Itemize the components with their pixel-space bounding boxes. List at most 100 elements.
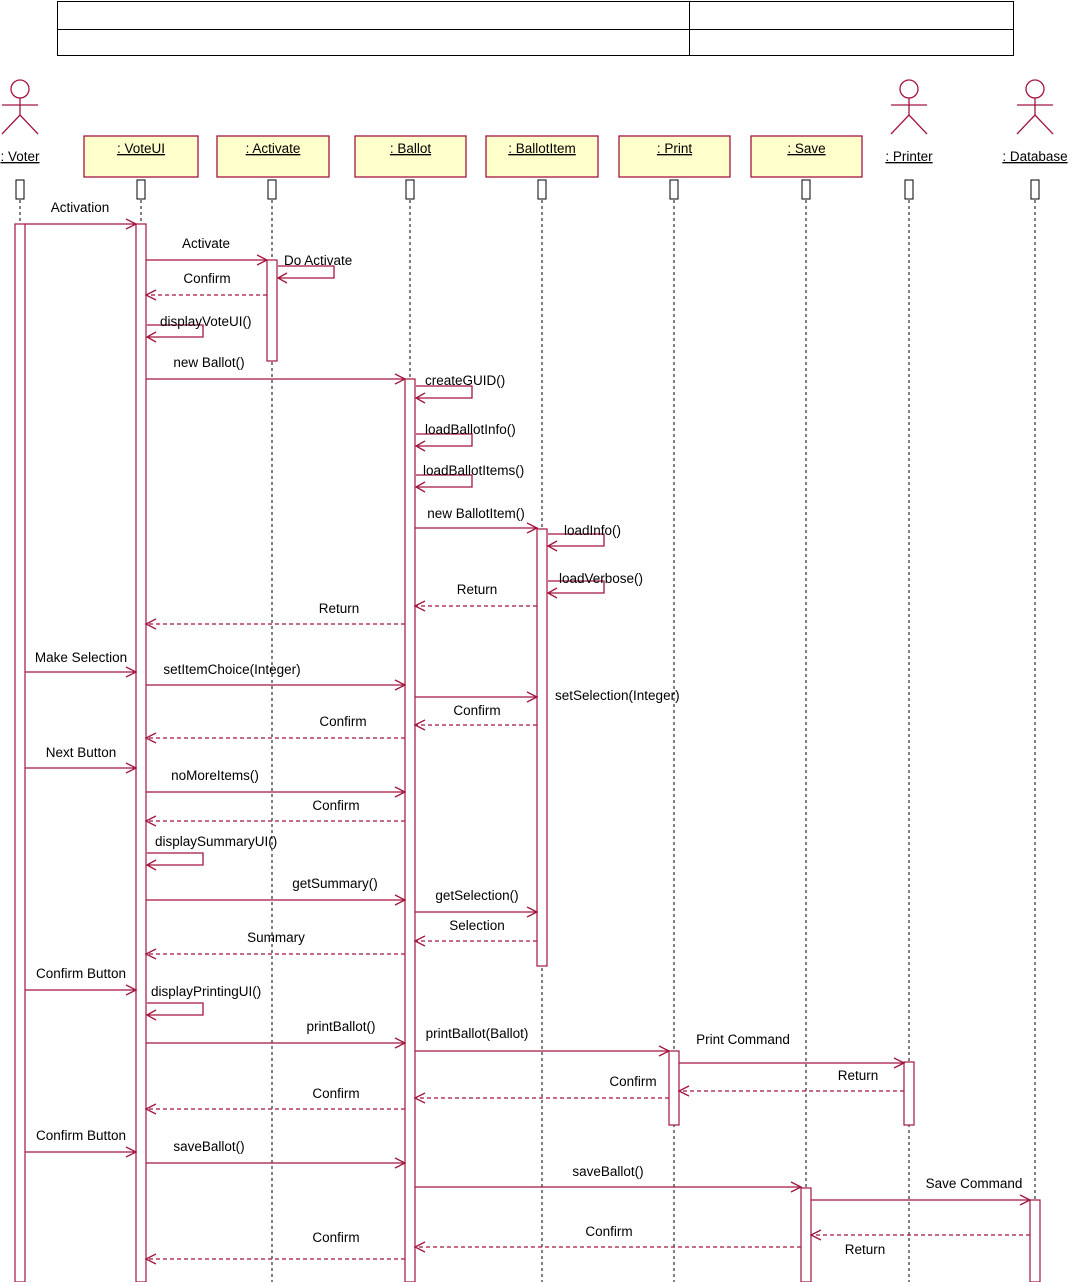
message-label: createGUID() <box>425 373 505 388</box>
message-label: getSummary() <box>292 876 378 891</box>
activate-label: : Activate <box>246 141 301 156</box>
message-22: Confirm <box>144 798 405 827</box>
message-label: Confirm <box>312 1086 359 1101</box>
message-5: displayVoteUI() <box>145 314 252 343</box>
message-28: Confirm Button <box>25 966 138 996</box>
arrowhead <box>546 540 558 552</box>
arrowhead <box>893 1057 906 1069</box>
arrowhead <box>125 1146 138 1158</box>
self-call-arrow <box>147 852 204 866</box>
message-27: Summary <box>144 930 405 960</box>
message-1: Activation <box>25 200 138 230</box>
arrowhead <box>658 1045 671 1057</box>
message-label: Confirm Button <box>36 1128 126 1143</box>
message-label: getSelection() <box>435 888 518 903</box>
arrowhead <box>144 948 157 960</box>
message-35: Confirm <box>144 1086 405 1115</box>
message-30: printBallot() <box>146 1019 407 1049</box>
voter-actor-icon <box>1 79 39 135</box>
arrowhead <box>276 272 288 284</box>
message-label: loadBallotItems() <box>423 463 524 478</box>
message-20: Next Button <box>25 745 138 774</box>
message-label: loadVerbose() <box>559 571 643 586</box>
message-39: Save Command <box>811 1176 1032 1206</box>
self-call-arrow <box>416 474 473 488</box>
printer-actor-head <box>899 79 919 99</box>
message-16: setItemChoice(Integer) <box>146 662 407 691</box>
ballot-label: : Ballot <box>390 141 432 156</box>
message-9: loadBallotItems() <box>414 463 524 493</box>
message-13: Return <box>413 582 537 612</box>
arrowhead <box>125 762 138 774</box>
self-call-arrow <box>147 1002 204 1016</box>
voteui-label: : VoteUI <box>117 141 165 156</box>
voteui-activation-bar <box>135 223 147 1282</box>
arrowhead <box>413 935 426 947</box>
message-label: Activate <box>182 236 230 251</box>
arrowhead <box>144 1103 157 1115</box>
message-23: displaySummaryUI() <box>145 834 277 871</box>
message-33: Return <box>677 1068 904 1097</box>
message-label: displayPrintingUI() <box>151 984 261 999</box>
message-11: loadInfo() <box>546 523 621 552</box>
message-38: saveBallot() <box>415 1164 803 1193</box>
arrowhead <box>414 481 426 493</box>
database-actor-icon <box>1016 79 1054 135</box>
arrowhead <box>526 691 539 703</box>
message-label: Confirm <box>183 271 230 286</box>
arrowhead <box>145 859 157 871</box>
voter-label: : Voter <box>0 149 40 164</box>
message-label: saveBallot() <box>173 1139 244 1154</box>
message-label: setSelection(Integer) <box>555 688 680 703</box>
activate-activation-bar <box>266 259 278 362</box>
arrowhead <box>413 1092 426 1104</box>
arrowhead <box>394 786 407 798</box>
save-label: : Save <box>787 141 825 156</box>
save-box <box>750 135 863 178</box>
message-label: Confirm <box>312 798 359 813</box>
message-10: new BallotItem() <box>415 506 539 534</box>
message-2: Activate <box>146 236 269 266</box>
ballotitem-activation-bar <box>536 528 548 967</box>
print-label: : Print <box>657 141 693 156</box>
self-call-arrow <box>278 265 335 279</box>
message-21: noMoreItems() <box>146 768 407 798</box>
database-label: : Database <box>1002 149 1067 164</box>
database-actor-leg-right <box>1034 114 1054 135</box>
message-label: setItemChoice(Integer) <box>163 662 300 677</box>
activate-lifeline-marker <box>267 179 277 200</box>
message-label: printBallot(Ballot) <box>426 1026 529 1041</box>
message-label: Return <box>838 1068 879 1083</box>
voter-lifeline-marker <box>15 179 25 200</box>
arrowhead <box>144 289 157 301</box>
message-37: saveBallot() <box>146 1139 407 1169</box>
message-18: Confirm <box>413 703 537 731</box>
arrowhead <box>394 894 407 906</box>
message-25: getSelection() <box>415 888 539 918</box>
self-call-arrow <box>147 324 204 338</box>
arrowhead <box>144 618 157 630</box>
message-6: new Ballot() <box>146 355 407 385</box>
message-label: Confirm <box>585 1224 632 1239</box>
message-label: printBallot() <box>306 1019 375 1034</box>
message-label: Return <box>457 582 498 597</box>
voteui-lifeline-marker <box>136 179 146 200</box>
arrowhead <box>394 1037 407 1049</box>
printer-lifeline-marker <box>904 179 914 200</box>
ballotitem-box <box>485 135 599 178</box>
message-label: Confirm <box>312 1230 359 1245</box>
printer-activation-bar <box>903 1061 915 1126</box>
arrowhead <box>1019 1194 1032 1206</box>
message-label: Summary <box>247 930 305 945</box>
print-activation-bar <box>668 1050 680 1126</box>
message-19: Confirm <box>144 714 405 744</box>
message-14: Return <box>144 601 405 630</box>
message-29: displayPrintingUI() <box>145 984 261 1021</box>
voter-actor-leg-right <box>19 114 39 135</box>
voteui-box <box>83 135 199 178</box>
message-label: Do Activate <box>284 253 352 268</box>
message-label: Make Selection <box>35 650 127 665</box>
message-40: Return <box>809 1229 1030 1257</box>
message-7: createGUID() <box>414 373 505 404</box>
printer-actor-leg-right <box>908 114 928 135</box>
